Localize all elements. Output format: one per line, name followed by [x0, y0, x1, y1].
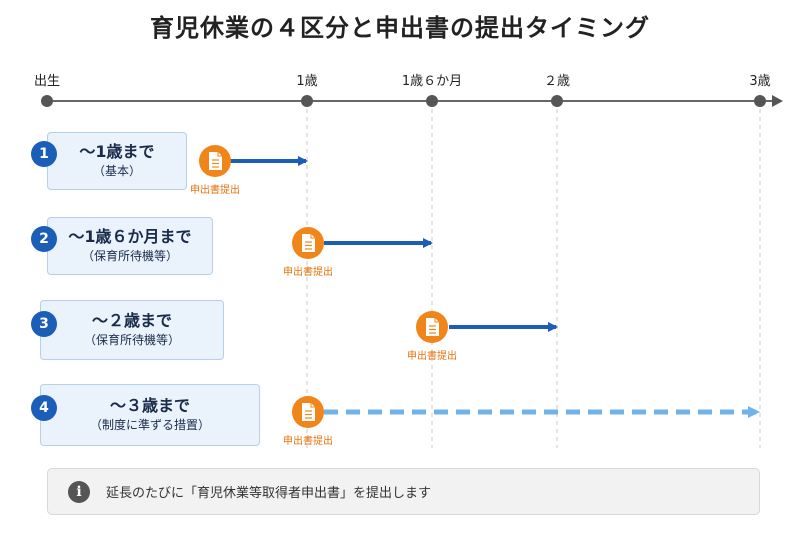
row-number-badge-1: 1: [31, 141, 57, 167]
row-box-1-subtitle: （基本）: [92, 164, 141, 178]
row-number-badge-2: 2: [31, 226, 57, 252]
document-icon: [292, 396, 324, 428]
row-box-2-subtitle: （保育所待機等）: [81, 249, 178, 263]
row-box-2-title: 〜1歳６か月まで: [68, 227, 192, 246]
submit-label-row-2: 申出書提出: [283, 267, 333, 278]
row-box-4-title: 〜３歳まで: [109, 396, 190, 415]
tick-dot-2y: [551, 95, 563, 107]
tick-dot-1y6m: [426, 95, 438, 107]
row-box-4: 〜３歳まで （制度に準ずる措置）: [40, 384, 260, 446]
info-icon: i: [68, 480, 90, 503]
document-icon: [292, 227, 324, 259]
row-box-1: 〜1歳まで （基本）: [47, 132, 187, 190]
row-box-3-subtitle: （保育所待機等）: [83, 333, 180, 347]
row-box-1-title: 〜1歳まで: [79, 142, 155, 161]
info-box: i 延長のたびに「育児休業等取得者申出書」を提出します: [47, 468, 760, 515]
tick-label-3y: 3歳: [749, 74, 771, 89]
tick-dot-1y: [301, 95, 313, 107]
row-box-3: 〜２歳まで （保育所待機等）: [40, 300, 224, 360]
tick-label-1y6m: 1歳６か月: [401, 74, 463, 89]
row-number-badge-3: 3: [31, 311, 57, 337]
page-title: 育児休業の４区分と申出書の提出タイミング: [150, 14, 650, 42]
row-box-4-subtitle: （制度に準ずる措置）: [89, 418, 210, 432]
submit-label-row-1: 申出書提出: [190, 185, 240, 196]
row-box-3-title: 〜２歳まで: [91, 311, 172, 330]
submit-label-row-4: 申出書提出: [283, 436, 333, 447]
row-box-2: 〜1歳６か月まで （保育所待機等）: [47, 217, 213, 275]
timeline-arrowhead: [772, 95, 783, 107]
submit-label-row-3: 申出書提出: [407, 351, 457, 362]
tick-dot-3y: [754, 95, 766, 107]
row-number-badge-4: 4: [31, 395, 57, 421]
tick-label-2y: ２歳: [543, 74, 571, 89]
info-text: 延長のたびに「育児休業等取得者申出書」を提出します: [106, 486, 432, 501]
tick-label-birth: 出生: [33, 74, 61, 89]
tick-dot-birth: [41, 95, 53, 107]
tick-label-1y: 1歳: [296, 74, 318, 89]
document-icon: [199, 145, 231, 177]
document-icon: [416, 311, 448, 343]
